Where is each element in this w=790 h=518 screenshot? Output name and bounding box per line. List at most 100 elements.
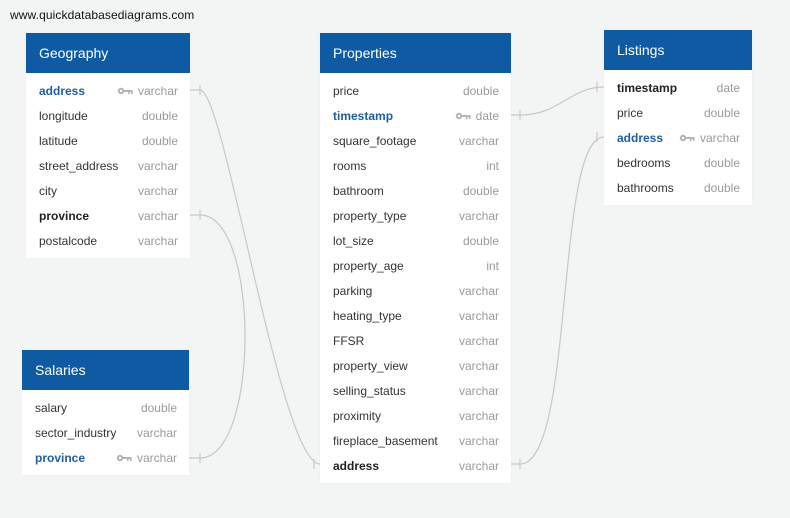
field-name: lot_size <box>333 233 374 248</box>
field-name: longitude <box>39 108 88 123</box>
field-type: varchar <box>137 208 178 223</box>
field-type: double <box>462 83 499 98</box>
field-row-address[interactable]: address varchar <box>26 78 190 103</box>
field-type: double <box>703 180 740 195</box>
field-row-street_address[interactable]: street_address varchar <box>26 153 190 178</box>
field-name: price <box>333 83 360 98</box>
relation-geography-address-properties-address[interactable] <box>190 89 321 465</box>
field-name: property_age <box>333 258 404 273</box>
field-type: double <box>141 108 178 123</box>
field-row-city[interactable]: city varchar <box>26 178 190 203</box>
field-name: square_footage <box>333 133 417 148</box>
field-type: double <box>703 105 740 120</box>
field-type: varchar <box>458 283 499 298</box>
field-type: varchar <box>137 183 178 198</box>
field-type: varchar <box>458 308 499 323</box>
field-name: street_address <box>39 158 119 173</box>
field-name: timestamp <box>333 108 394 123</box>
primary-key-marker <box>679 131 700 145</box>
field-type: varchar <box>136 450 177 465</box>
key-icon <box>455 113 471 120</box>
field-row-bathrooms[interactable]: bathrooms double <box>604 175 752 200</box>
field-type: varchar <box>458 333 499 348</box>
field-name: parking <box>333 283 373 298</box>
field-name: salary <box>35 400 68 415</box>
field-name: bathrooms <box>617 180 674 195</box>
field-type: varchar <box>458 408 499 423</box>
field-row-timestamp[interactable]: timestamp date <box>320 103 511 128</box>
table-title[interactable]: Listings <box>604 30 752 70</box>
table-title[interactable]: Properties <box>320 33 511 73</box>
field-row-timestamp[interactable]: timestamp date <box>604 75 752 100</box>
field-type: varchar <box>136 425 177 440</box>
field-name: selling_status <box>333 383 406 398</box>
field-name: postalcode <box>39 233 98 248</box>
field-name: fireplace_basement <box>333 433 438 448</box>
field-row-address[interactable]: address varchar <box>604 125 752 150</box>
field-type: varchar <box>458 208 499 223</box>
field-name: heating_type <box>333 308 402 323</box>
field-type: varchar <box>137 158 178 173</box>
relation-geography-province-salaries-province[interactable] <box>189 214 246 459</box>
field-name: property_view <box>333 358 408 373</box>
field-name: address <box>39 83 86 98</box>
field-name: proximity <box>333 408 382 423</box>
field-type: double <box>462 233 499 248</box>
key-icon <box>116 455 132 462</box>
field-row-square_footage[interactable]: square_footage varchar <box>320 128 511 153</box>
field-row-property_view[interactable]: property_view varchar <box>320 353 511 378</box>
field-type: date <box>475 108 499 123</box>
field-type: double <box>140 400 177 415</box>
field-row-lot_size[interactable]: lot_size double <box>320 228 511 253</box>
field-name: address <box>617 130 664 145</box>
field-type: double <box>703 155 740 170</box>
field-type: int <box>486 158 499 173</box>
field-type: varchar <box>458 383 499 398</box>
field-row-province[interactable]: province varchar <box>22 445 189 470</box>
field-name: city <box>39 183 57 198</box>
field-type: date <box>716 80 740 95</box>
field-type: varchar <box>458 358 499 373</box>
field-name: sector_industry <box>35 425 117 440</box>
table-properties[interactable]: Properties price double timestamp date squar… <box>320 33 511 483</box>
field-row-heating_type[interactable]: heating_type varchar <box>320 303 511 328</box>
field-row-salary[interactable]: salary double <box>22 395 189 420</box>
key-icon <box>117 88 133 95</box>
field-name: FFSR <box>333 333 365 348</box>
field-name: bathroom <box>333 183 384 198</box>
field-row-price[interactable]: price double <box>320 78 511 103</box>
field-row-FFSR[interactable]: FFSR varchar <box>320 328 511 353</box>
field-type: varchar <box>458 133 499 148</box>
field-row-longitude[interactable]: longitude double <box>26 103 190 128</box>
relation-properties-address-listings-address[interactable] <box>511 136 605 465</box>
field-row-sector_industry[interactable]: sector_industry varchar <box>22 420 189 445</box>
relation-properties-timestamp-listings-timestamp[interactable] <box>511 86 605 116</box>
field-row-proximity[interactable]: proximity varchar <box>320 403 511 428</box>
field-type: varchar <box>699 130 740 145</box>
table-title[interactable]: Geography <box>26 33 190 73</box>
field-type: varchar <box>137 83 178 98</box>
table-title[interactable]: Salaries <box>22 350 189 390</box>
primary-key-marker <box>117 84 138 98</box>
field-row-selling_status[interactable]: selling_status varchar <box>320 378 511 403</box>
primary-key-marker <box>455 109 476 123</box>
field-name: timestamp <box>617 80 678 95</box>
watermark: www.quickdatabasediagrams.com <box>10 8 195 22</box>
field-type: double <box>462 183 499 198</box>
field-row-bathroom[interactable]: bathroom double <box>320 178 511 203</box>
field-row-parking[interactable]: parking varchar <box>320 278 511 303</box>
field-name: province <box>35 450 86 465</box>
